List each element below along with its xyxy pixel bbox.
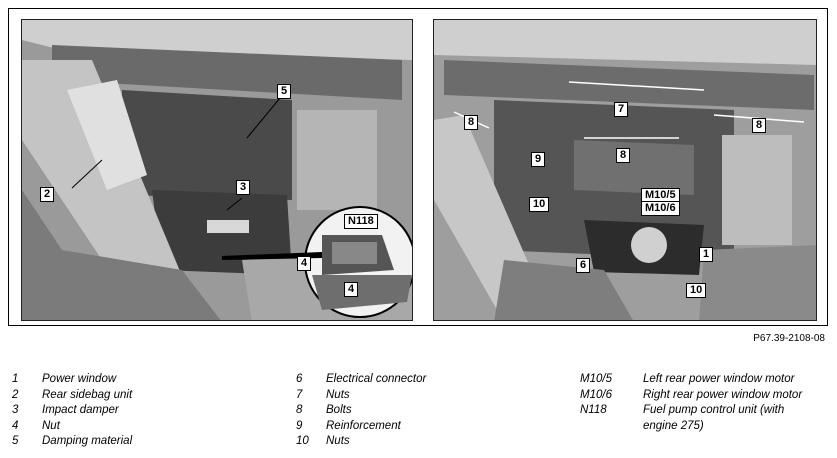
legend-text: Fuel pump control unit (with (643, 404, 785, 416)
legend-number: 9 (296, 419, 303, 432)
legend-text: Damping material (42, 435, 133, 447)
legend-item: 7 Nuts (296, 389, 566, 405)
callout-2: 2 (40, 187, 55, 202)
callout-1: 1 (699, 247, 714, 262)
callout-n118: N118 (344, 214, 378, 229)
legend-number: 2 (12, 388, 19, 401)
legend-text: Nuts (326, 435, 350, 447)
callout-6: 6 (576, 258, 591, 273)
legend-text: Impact damper (42, 404, 119, 416)
legend-text: Electrical connector (326, 373, 427, 385)
legend-item: engine 275) (580, 420, 830, 436)
figure-id: P67.39-2108-08 (753, 333, 825, 344)
legend-text: Nuts (326, 388, 350, 401)
legend-number: M10/5 (580, 373, 612, 385)
photo-left-drawing (22, 20, 412, 320)
legend-number: 7 (296, 388, 303, 401)
photo-left: 5 3 2 N118 4 4 (21, 19, 413, 321)
legend-item: M10/5 Left rear power window motor (580, 373, 830, 389)
legend-item: 5 Damping material (12, 435, 282, 451)
legend-text: Reinforcement (326, 419, 401, 432)
legend-item: 3 Impact damper (12, 404, 282, 420)
legend-number: 1 (12, 373, 19, 385)
legend-text: Bolts (326, 404, 352, 416)
callout-8-center: 8 (616, 148, 631, 163)
legend-number: 6 (296, 373, 303, 385)
legend-number: N118 (580, 404, 607, 416)
photo-right-drawing (434, 20, 816, 320)
legend-text: Left rear power window motor (643, 373, 795, 385)
legend-item: N118 Fuel pump control unit (with (580, 404, 830, 420)
callout-4-lower: 4 (344, 282, 359, 297)
legend-text: Right rear power window motor (643, 388, 803, 401)
callout-10-lower: 10 (686, 283, 707, 298)
legend-item: 6 Electrical connector (296, 373, 566, 389)
legend-item: M10/6 Right rear power window motor (580, 389, 830, 405)
legend-text: Rear sidebag unit (42, 388, 133, 401)
legend-item: 10 Nuts (296, 435, 566, 451)
legend-number: 8 (296, 404, 303, 416)
legend-item: 2 Rear sidebag unit (12, 389, 282, 405)
photo-right: 7 8 8 8 9 10 M10/5 M10/6 1 6 10 (433, 19, 817, 321)
legend-item: 4 Nut (12, 420, 282, 436)
legend-text: Power window (42, 373, 117, 385)
legend-number: 3 (12, 404, 19, 416)
legend-column-1: 1 Power window 2 Rear sidebag unit 3 Impact… (12, 373, 282, 451)
legend-number: 5 (12, 435, 19, 447)
legend-item: 9 Reinforcement (296, 420, 566, 436)
callout-5: 5 (277, 84, 292, 99)
callout-8-left: 8 (464, 115, 479, 130)
legend-number: 10 (296, 435, 309, 447)
legend-number: M10/6 (580, 388, 612, 401)
figure-frame: 5 3 2 N118 4 4 7 8 8 8 9 10 (8, 8, 828, 326)
callout-7: 7 (614, 102, 629, 117)
callout-m10-6: M10/6 (641, 201, 680, 216)
legend-text: Nut (42, 419, 60, 432)
legend-item: 1 Power window (12, 373, 282, 389)
legend-column-3: M10/5 Left rear power window motor M10/6 R… (580, 373, 830, 435)
callout-4-upper: 4 (297, 256, 312, 271)
legend-number: 4 (12, 419, 19, 432)
callout-10-upper: 10 (529, 197, 550, 212)
callout-8-right: 8 (752, 118, 767, 133)
legend-text: engine 275) (643, 419, 704, 432)
callout-9: 9 (531, 152, 546, 167)
callout-3: 3 (236, 180, 251, 195)
legend-item: 8 Bolts (296, 404, 566, 420)
